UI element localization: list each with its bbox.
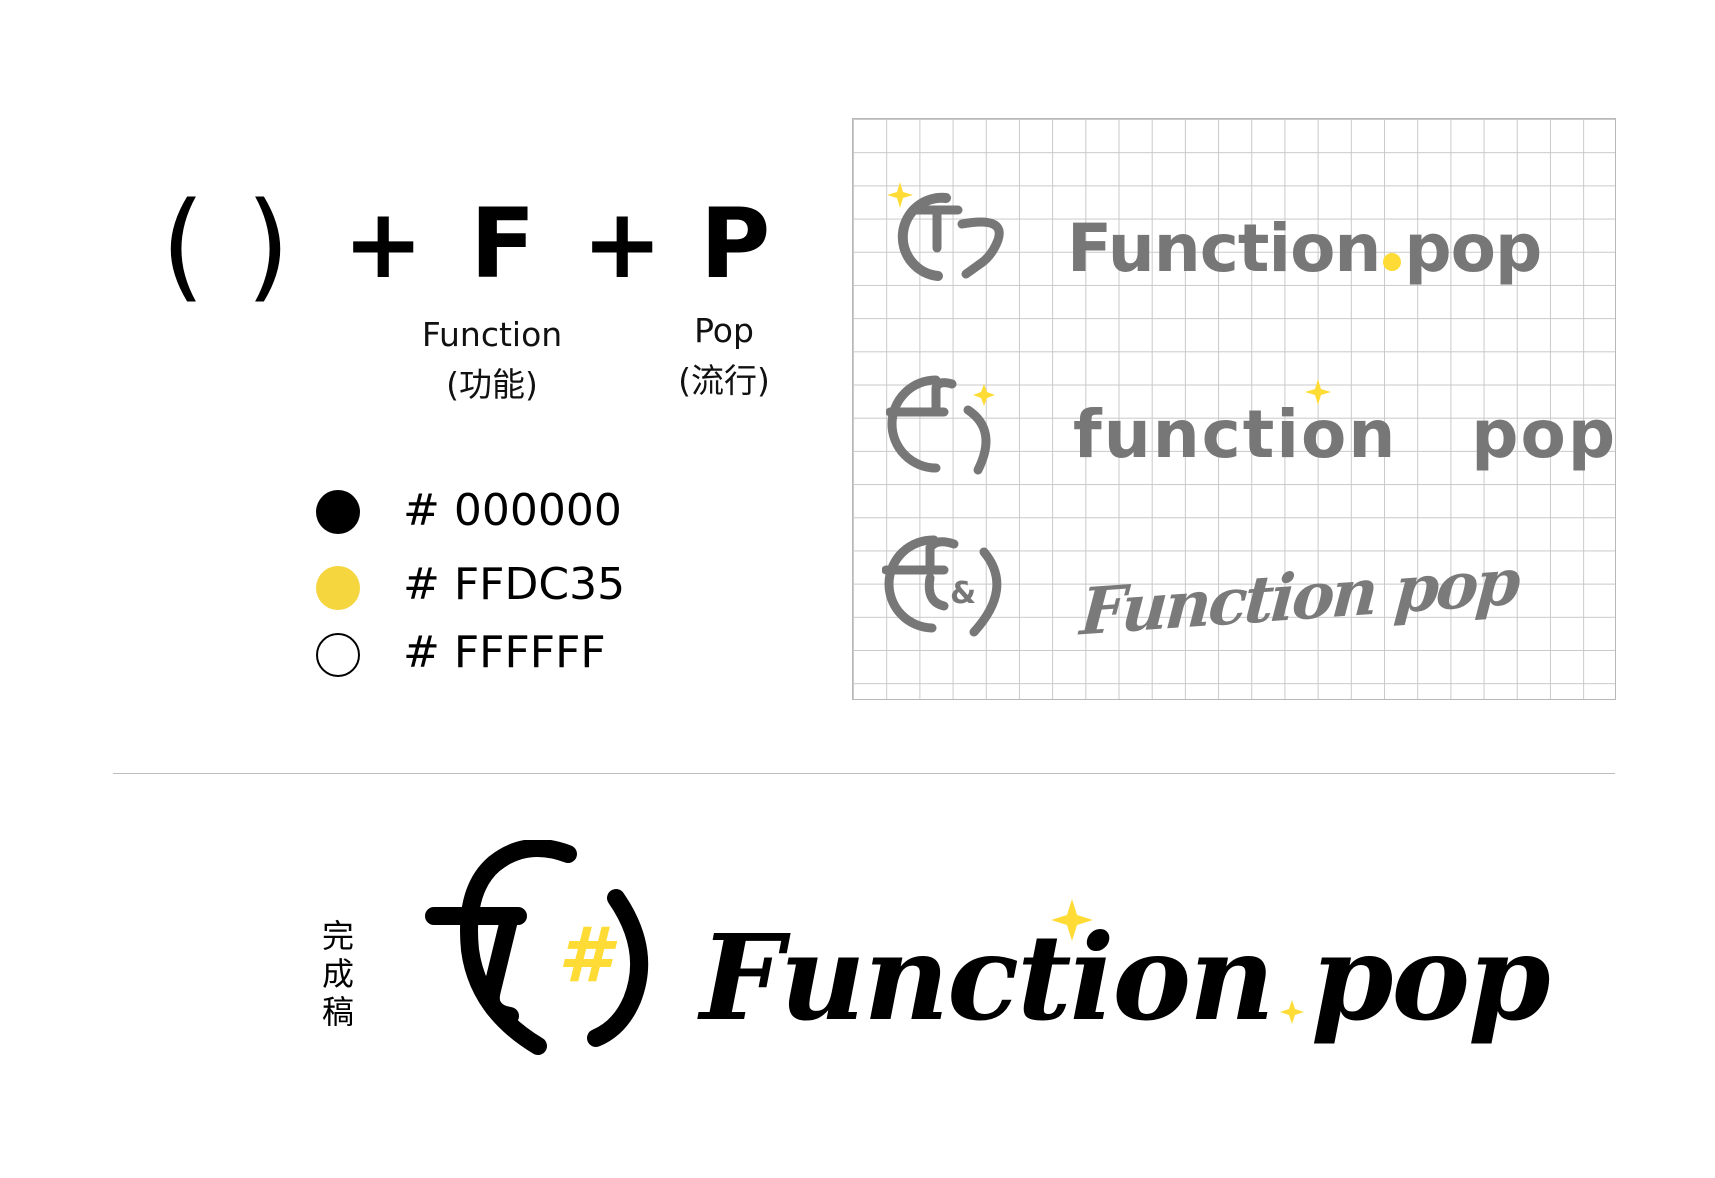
draft-wordmark-1-tail: pop [1404,210,1542,287]
letter-f: F [470,188,536,300]
final-wordmark: Function pop [700,908,1551,1047]
caption-function-zh: (功能) [446,365,538,404]
hex-yellow: # FFDC35 [403,559,626,610]
final-label: 完成稿 [321,917,354,1031]
plus-sign-2: + [582,188,663,300]
caption-pop: Pop (流行) [614,306,834,406]
plus-sign-1: + [343,188,424,300]
caption-pop-zh: (流行) [678,361,770,400]
draft-grid-panel [852,118,1616,700]
final-icon [425,840,649,1055]
close-paren: ) [246,176,290,314]
hex-black: # 000000 [403,485,622,536]
draft-wordmark-1: Function pop [1067,210,1542,287]
sparkle-icon [1305,379,1331,405]
letter-p: P [700,188,771,300]
draft-icon-1 [888,182,1004,281]
swatch-white [316,633,360,677]
draft-icon-3-glyph: & [950,576,977,611]
caption-function-en: Function [421,315,563,354]
draft-wordmark-2-tail: pop [1471,396,1618,473]
caption-function: Function (功能) [382,310,602,410]
sparkle-icon [973,384,995,406]
hex-white: # FFFFFF [403,627,606,678]
final-wordmark-main: Function [700,908,1275,1047]
yellow-dot-icon [1383,253,1402,271]
draft-wordmark-2: function pop [1073,396,1617,473]
sparkle-icon [888,182,913,208]
open-paren: ( [161,176,205,314]
swatch-black [316,490,360,534]
draft-wordmark-2-main: function [1073,396,1398,473]
draft-wordmark-1-main: Function [1067,210,1381,287]
sparkle-icon [1279,1000,1304,1024]
final-wordmark-tail: pop [1310,908,1551,1047]
caption-pop-en: Pop [694,311,754,350]
sparkle-icon [1051,899,1093,941]
final-icon-hash: # [558,910,611,999]
draft-icon-3 [882,535,1002,637]
section-divider [113,773,1615,774]
draft-icon-2 [886,375,995,475]
swatch-yellow [316,566,360,610]
